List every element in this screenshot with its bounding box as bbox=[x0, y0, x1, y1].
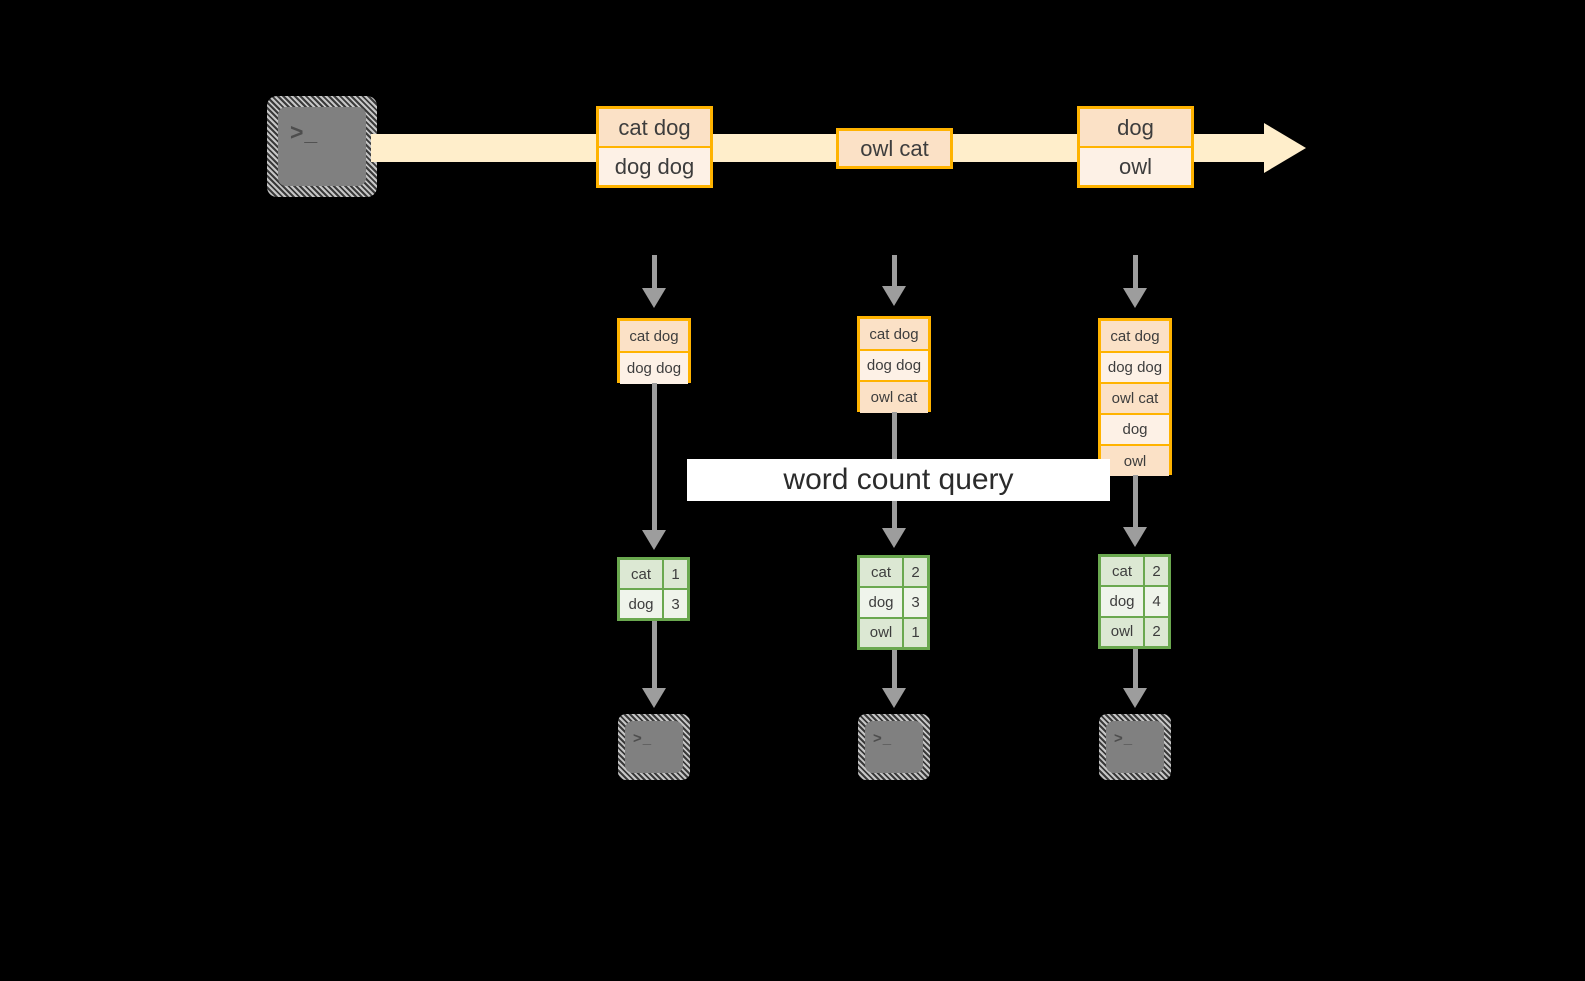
terminal-prompt-text: >_ bbox=[290, 119, 319, 145]
col3-input-row: cat dog bbox=[1101, 321, 1169, 353]
word-count-query-label: word count query bbox=[687, 459, 1110, 501]
col3-query-arrow-line bbox=[1133, 475, 1138, 536]
table-row: dog 3 bbox=[860, 588, 927, 619]
terminal-screen: >_ bbox=[278, 107, 366, 186]
col1-sink-arrow-down-icon bbox=[642, 688, 666, 708]
terminal-screen: >_ bbox=[625, 721, 683, 773]
col3-input-row: owl bbox=[1101, 446, 1169, 476]
col1-dashed-arrow-head-icon bbox=[642, 288, 666, 308]
col2-input-row: owl cat bbox=[860, 382, 928, 413]
col2-input-row: dog dog bbox=[860, 351, 928, 382]
result-word-cell: dog bbox=[860, 588, 904, 617]
result-word-cell: cat bbox=[1101, 557, 1145, 586]
col1-query-arrow-down-icon bbox=[642, 530, 666, 550]
stream-batch-1-row: dog dog bbox=[599, 148, 710, 185]
result-count-cell: 3 bbox=[904, 588, 927, 617]
col3-input-row: owl cat bbox=[1101, 384, 1169, 415]
stream-batch-2: owl cat bbox=[836, 128, 953, 169]
stream-batch-1-row: cat dog bbox=[599, 109, 710, 148]
result-word-cell: owl bbox=[1101, 617, 1145, 646]
terminal-prompt-text: >_ bbox=[633, 730, 653, 747]
table-row: owl 2 bbox=[1101, 617, 1168, 646]
col3-result-table: cat 2 dog 4 owl 2 bbox=[1098, 554, 1171, 649]
terminal-prompt-text: >_ bbox=[1114, 730, 1134, 747]
stream-batch-1: cat dog dog dog bbox=[596, 106, 713, 188]
stream-batch-3-row: dog bbox=[1080, 109, 1191, 148]
result-word-cell: dog bbox=[1101, 587, 1145, 616]
table-row: cat 2 bbox=[1101, 557, 1168, 588]
table-row: dog 4 bbox=[1101, 587, 1168, 618]
col3-sink-terminal-icon: >_ bbox=[1099, 714, 1171, 780]
col3-dashed-arrow-down-icon bbox=[1133, 255, 1138, 296]
result-word-cell: cat bbox=[860, 558, 904, 587]
col3-sink-arrow-down-icon bbox=[1123, 688, 1147, 708]
col1-input-row: dog dog bbox=[620, 353, 688, 384]
table-row: dog 3 bbox=[620, 590, 687, 618]
result-count-cell: 2 bbox=[904, 558, 927, 587]
col2-result-table: cat 2 dog 3 owl 1 bbox=[857, 555, 930, 650]
result-word-cell: owl bbox=[860, 618, 904, 647]
col2-sink-terminal-icon: >_ bbox=[858, 714, 930, 780]
col1-sink-terminal-icon: >_ bbox=[618, 714, 690, 780]
col2-sink-arrow-down-icon bbox=[882, 688, 906, 708]
stream-batch-2-row: owl cat bbox=[839, 131, 950, 166]
stream-batch-3: dog owl bbox=[1077, 106, 1194, 188]
result-count-cell: 1 bbox=[664, 560, 687, 588]
col1-query-arrow-line bbox=[652, 383, 657, 538]
col2-dashed-arrow-down-icon bbox=[892, 255, 897, 294]
result-count-cell: 1 bbox=[904, 618, 927, 647]
col3-input-row: dog dog bbox=[1101, 353, 1169, 384]
table-row: owl 1 bbox=[860, 618, 927, 647]
col1-input-row: cat dog bbox=[620, 321, 688, 353]
result-count-cell: 2 bbox=[1145, 617, 1168, 646]
col1-result-table: cat 1 dog 3 bbox=[617, 557, 690, 621]
result-count-cell: 3 bbox=[664, 590, 687, 618]
result-word-cell: dog bbox=[620, 590, 664, 618]
col3-input-stack: cat dog dog dog owl cat dog owl bbox=[1098, 318, 1172, 476]
col2-input-row: cat dog bbox=[860, 319, 928, 351]
col3-dashed-arrow-head-icon bbox=[1123, 288, 1147, 308]
result-count-cell: 2 bbox=[1145, 557, 1168, 586]
terminal-screen: >_ bbox=[865, 721, 923, 773]
result-count-cell: 4 bbox=[1145, 587, 1168, 616]
terminal-prompt-text: >_ bbox=[873, 730, 893, 747]
source-terminal-icon: >_ bbox=[267, 96, 377, 197]
col3-query-arrow-down-icon bbox=[1123, 527, 1147, 547]
stream-batch-3-row: owl bbox=[1080, 148, 1191, 185]
terminal-screen: >_ bbox=[1106, 721, 1164, 773]
col1-sink-arrow-line bbox=[652, 621, 657, 693]
stream-arrow-right-icon bbox=[1264, 123, 1306, 173]
col2-query-arrow-down-icon bbox=[882, 528, 906, 548]
col3-input-row: dog bbox=[1101, 415, 1169, 446]
col2-input-stack: cat dog dog dog owl cat bbox=[857, 316, 931, 413]
col2-sink-arrow-line bbox=[892, 650, 897, 693]
table-row: cat 2 bbox=[860, 558, 927, 589]
table-row: cat 1 bbox=[620, 560, 687, 590]
col3-sink-arrow-line bbox=[1133, 649, 1138, 693]
result-word-cell: cat bbox=[620, 560, 664, 588]
col1-dashed-arrow-down-icon bbox=[652, 255, 657, 296]
col2-dashed-arrow-head-icon bbox=[882, 286, 906, 306]
col1-input-stack: cat dog dog dog bbox=[617, 318, 691, 384]
